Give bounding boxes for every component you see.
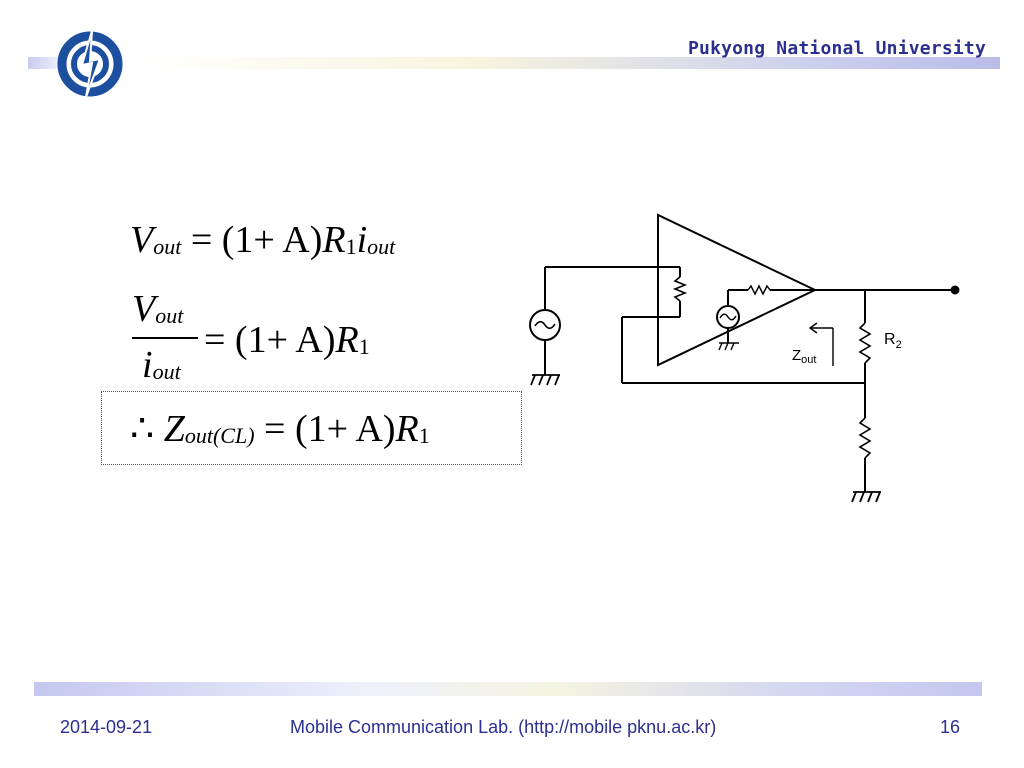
eq2-den-sub: out bbox=[152, 359, 181, 384]
eq1-i-sub: out bbox=[367, 234, 396, 259]
footer-bar bbox=[34, 682, 982, 696]
equation-fraction: Vout iout bbox=[130, 287, 198, 397]
eq2-r: R bbox=[335, 319, 359, 361]
result-box bbox=[101, 391, 522, 465]
fraction-numerator: Vout bbox=[132, 287, 183, 331]
eq1-v: V bbox=[130, 219, 154, 261]
eq2-rhs: = (1+ A) bbox=[204, 319, 336, 361]
eq2-den: i bbox=[142, 344, 153, 386]
ground-symbol-input bbox=[530, 374, 560, 386]
eq3-z-sub2: (CL) bbox=[212, 423, 255, 448]
label-r2-sub: 2 bbox=[896, 339, 902, 351]
ground-symbol-internal bbox=[718, 342, 739, 351]
zout-arrow bbox=[808, 322, 834, 366]
output-resistor bbox=[747, 284, 771, 296]
eq1-v-sub: out bbox=[153, 234, 182, 259]
equation-zout-cl: ∴ Zout(CL) = (1+ A)R1 bbox=[130, 406, 430, 451]
eq1-r: R bbox=[322, 219, 346, 261]
equation-vout: Vout = (1+ A)R1iout bbox=[130, 218, 395, 262]
label-r2-main: R bbox=[884, 331, 896, 348]
fraction-line bbox=[132, 337, 198, 339]
university-logo bbox=[57, 30, 123, 98]
header-bar-left bbox=[28, 57, 60, 69]
footer-lab-name: Mobile Communication Lab. (http://mobile… bbox=[290, 717, 717, 737]
eq1-r-sub: 1 bbox=[345, 234, 357, 259]
opamp-triangle bbox=[657, 213, 818, 367]
eq3-rhs: = (1+ A) bbox=[254, 408, 396, 450]
eq3-z: Z bbox=[163, 408, 185, 450]
eq1-mid: = (1+ A) bbox=[181, 219, 323, 261]
eq1-i: i bbox=[356, 219, 368, 261]
eq3-therefore: ∴ bbox=[130, 408, 164, 450]
eq3-r-sub: 1 bbox=[418, 423, 430, 448]
eq2-num-sub: out bbox=[155, 303, 184, 328]
label-zout-sub: out bbox=[801, 354, 816, 366]
resistor-r2 bbox=[858, 322, 872, 364]
fraction-denominator: iout bbox=[142, 343, 181, 387]
header-bar bbox=[130, 57, 1000, 69]
label-zout: Zout bbox=[792, 347, 816, 366]
eq2-num: V bbox=[132, 288, 156, 330]
page-number: 16 bbox=[940, 717, 961, 737]
circuit-diagram: Zout R2 bbox=[529, 213, 960, 503]
footer-date: 2014-09-21 bbox=[60, 717, 153, 737]
input-resistor bbox=[672, 276, 688, 302]
eq3-r: R bbox=[395, 408, 419, 450]
ground-symbol-output bbox=[851, 491, 881, 503]
equation-ratio-rhs: = (1+ A)R1 bbox=[204, 318, 370, 362]
university-name: Pukyong National University bbox=[688, 38, 986, 59]
eq2-r-sub: 1 bbox=[358, 334, 370, 359]
resistor-r1 bbox=[858, 417, 872, 459]
label-r2: R2 bbox=[884, 331, 902, 351]
eq3-z-sub: out bbox=[184, 423, 213, 448]
label-zout-main: Z bbox=[792, 347, 801, 364]
output-terminal bbox=[950, 285, 960, 295]
